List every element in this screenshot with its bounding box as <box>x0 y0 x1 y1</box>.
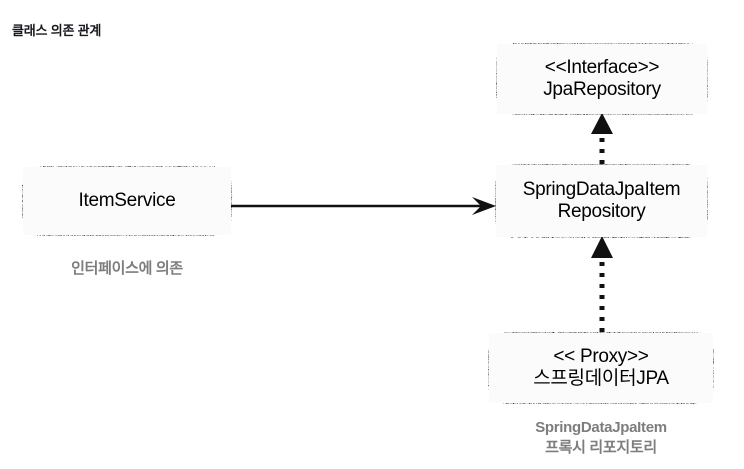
node-stereotype-line: << Proxy>> <box>553 345 649 367</box>
connector-item-service-to-spring-data <box>231 197 496 215</box>
node-label-line: JpaRepository <box>543 79 661 100</box>
node-jpa-repository[interactable]: <<Interface>> JpaRepository <box>497 44 707 114</box>
caption-line-2: 프록시 리포지토리 <box>545 439 657 457</box>
caption-interface-dependency: 인터페이스에 의존 <box>27 259 227 279</box>
node-label-line: 스프링데이터JPA <box>533 368 669 389</box>
page-title: 클래스 의존 관계 <box>12 23 102 38</box>
node-stereotype-line: <<Interface>> <box>544 56 660 78</box>
node-item-service[interactable]: ItemService <box>23 167 231 235</box>
connector-spring-data-to-jpa-repository <box>591 113 613 164</box>
connector-proxy-to-spring-data <box>591 236 613 332</box>
node-label-line-2: Repository <box>557 201 646 222</box>
node-spring-data-jpa-item-repository[interactable]: SpringDataJpaItem Repository <box>496 165 707 237</box>
caption-proxy-repository: SpringDataJpaItem 프록시 리포지토리 <box>490 418 712 459</box>
caption-line: 인터페이스에 의존 <box>71 260 183 277</box>
node-proxy[interactable]: << Proxy>> 스프링데이터JPA <box>489 333 713 403</box>
node-label-line: ItemService <box>78 189 176 211</box>
caption-line-1: SpringDataJpaItem <box>535 419 667 436</box>
node-label-line-1: SpringDataJpaItem <box>522 178 681 200</box>
